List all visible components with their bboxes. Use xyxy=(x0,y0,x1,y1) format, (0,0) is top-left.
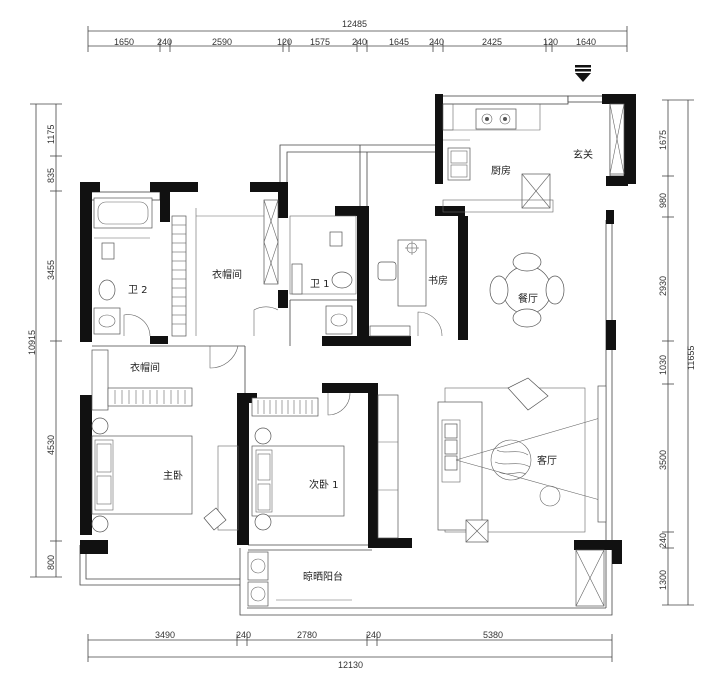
bath1-fixtures xyxy=(289,215,357,335)
bottom-dimensions: 3490 240 2780 240 5380 12130 xyxy=(87,630,613,670)
dim-left-1: 1175 xyxy=(46,125,56,144)
dim-left-4: 4530 xyxy=(46,435,56,455)
dim-right-3: 2930 xyxy=(658,276,668,296)
dim-top-overall: 12485 xyxy=(342,19,367,29)
dim-top-8: 240 xyxy=(429,37,444,47)
dim-bottom-2: 240 xyxy=(236,630,251,640)
dim-top-7: 1645 xyxy=(389,37,409,47)
dim-left-5: 800 xyxy=(46,555,56,570)
label-living: 客厅 xyxy=(537,454,557,467)
dim-right-5: 3500 xyxy=(658,450,668,470)
master-bedroom-fixtures xyxy=(91,417,239,533)
label-closet2: 衣帽间 xyxy=(130,361,160,374)
kitchen-fixtures xyxy=(442,103,554,213)
living-fixtures xyxy=(437,377,607,543)
dim-right-7: 1300 xyxy=(658,570,668,590)
dim-top-4: 120 xyxy=(277,37,292,47)
study-fixtures xyxy=(369,239,443,337)
entrance-arrow-icon xyxy=(575,65,591,82)
right-dimensions: 1675 980 2930 1030 3500 240 1300 11655 xyxy=(658,99,696,606)
dim-top-5: 1575 xyxy=(310,37,330,47)
label-kitchen: 厨房 xyxy=(491,164,511,177)
dim-bottom-1: 3490 xyxy=(155,630,175,640)
walls xyxy=(80,94,636,564)
dim-left-2: 835 xyxy=(46,168,56,183)
dim-top-11: 1640 xyxy=(576,37,596,47)
walkin-closet-fixtures xyxy=(171,199,279,337)
closet2-fixtures xyxy=(91,345,239,411)
dim-top-1: 1650 xyxy=(114,37,134,47)
dim-right-6: 240 xyxy=(658,533,668,548)
dim-bottom-4: 240 xyxy=(366,630,381,640)
dim-bottom-overall: 12130 xyxy=(338,660,363,670)
dim-top-2: 240 xyxy=(157,37,172,47)
dining-set xyxy=(489,252,565,328)
dim-top-3: 2590 xyxy=(212,37,232,47)
label-balcony: 晾晒阳台 xyxy=(303,570,343,583)
label-walkin-closet: 衣帽间 xyxy=(212,268,242,281)
balcony-fixtures xyxy=(247,549,605,607)
dim-right-1: 1675 xyxy=(658,130,668,150)
bath2-fixtures xyxy=(93,197,153,337)
label-foyer: 玄关 xyxy=(573,148,593,161)
label-bath2: 卫 2 xyxy=(128,285,148,296)
dim-top-9: 2425 xyxy=(482,37,502,47)
dim-bottom-5: 5380 xyxy=(483,630,503,640)
second-bedroom-fixtures xyxy=(251,392,399,539)
label-study: 书房 xyxy=(428,274,448,287)
label-master-bedroom: 主卧 xyxy=(163,469,183,482)
room-labels: 厨房 玄关 餐厅 客厅 书房 卫 1 卫 2 衣帽间 衣帽间 主卧 次卧 1 晾… xyxy=(128,148,593,583)
dim-left-overall: 10915 xyxy=(27,330,37,355)
dim-right-overall: 11655 xyxy=(686,346,696,370)
dim-top-10: 120 xyxy=(543,37,558,47)
label-bath1: 卫 1 xyxy=(310,279,330,290)
dim-bottom-3: 2780 xyxy=(297,630,317,640)
dim-right-2: 980 xyxy=(658,193,668,208)
foyer-cabinet xyxy=(609,103,625,175)
dim-top-6: 240 xyxy=(352,37,367,47)
left-dimensions: 1175 835 3455 4530 800 10915 xyxy=(27,103,62,578)
dim-right-4: 1030 xyxy=(658,355,668,375)
label-second-bedroom: 次卧 1 xyxy=(309,478,339,491)
label-dining: 餐厅 xyxy=(518,292,538,305)
dim-left-3: 3455 xyxy=(46,260,56,280)
top-dimensions: 12485 1650 240 2590 120 1575 240 1645 24… xyxy=(87,19,628,52)
